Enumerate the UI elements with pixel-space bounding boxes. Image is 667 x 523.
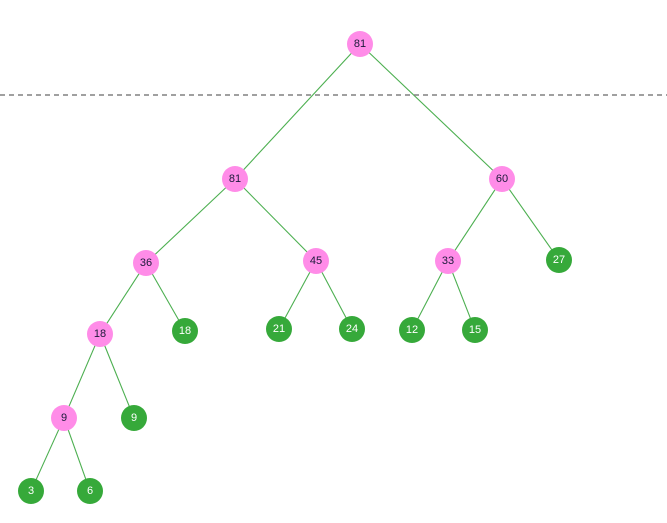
tree-node-internal-18[interactable]: 18 <box>87 321 113 347</box>
tree-node-leaf-12[interactable]: 12 <box>399 317 425 343</box>
tree-edge-81-to-45 <box>243 187 308 253</box>
tree-edge-18-to-9 <box>68 344 96 408</box>
tree-edge-9-to-3 <box>35 428 60 481</box>
tree-node-leaf-3[interactable]: 3 <box>18 478 44 504</box>
tree-node-internal-36[interactable]: 36 <box>133 250 159 276</box>
tree-node-internal-81[interactable]: 81 <box>347 31 373 57</box>
tree-edge-81-to-36 <box>154 186 227 256</box>
tree-node-internal-33[interactable]: 33 <box>435 248 461 274</box>
tree-edge-33-to-12 <box>417 271 443 320</box>
tree-node-internal-81[interactable]: 81 <box>222 166 248 192</box>
tree-node-internal-45[interactable]: 45 <box>303 248 329 274</box>
tree-node-leaf-15[interactable]: 15 <box>462 317 488 343</box>
tree-edge-81-to-60 <box>368 51 494 172</box>
tree-edge-60-to-33 <box>454 188 496 252</box>
tree-node-leaf-21[interactable]: 21 <box>266 316 292 342</box>
tree-node-leaf-24[interactable]: 24 <box>339 316 365 342</box>
tree-edge-33-to-15 <box>451 271 472 320</box>
tree-edge-36-to-18 <box>151 273 180 321</box>
tree-edge-45-to-24 <box>321 271 347 319</box>
tree-edge-60-to-27 <box>508 188 553 251</box>
tree-node-leaf-18[interactable]: 18 <box>172 318 198 344</box>
tree-node-leaf-6[interactable]: 6 <box>77 478 103 504</box>
tree-node-internal-9[interactable]: 9 <box>51 405 77 431</box>
tree-edge-18-to-9 <box>103 344 131 408</box>
tree-node-leaf-9[interactable]: 9 <box>121 405 147 431</box>
tree-edge-9-to-6 <box>67 429 87 480</box>
tree-edge-81-to-81 <box>242 52 353 171</box>
tree-edge-36-to-18 <box>106 272 140 325</box>
tree-edge-45-to-21 <box>284 271 311 319</box>
tree-node-internal-60[interactable]: 60 <box>489 166 515 192</box>
tree-node-leaf-27[interactable]: 27 <box>546 247 572 273</box>
